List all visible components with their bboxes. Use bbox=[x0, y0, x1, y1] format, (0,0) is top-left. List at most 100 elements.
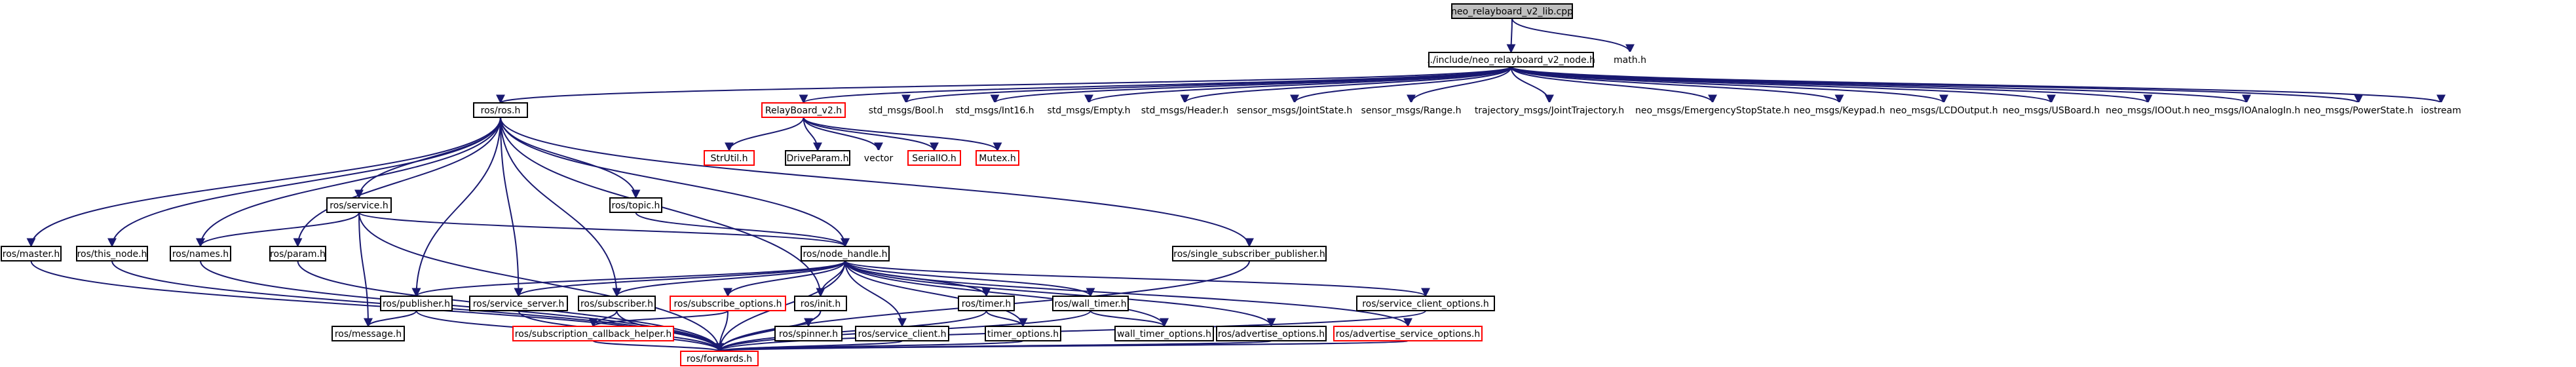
node-box bbox=[869, 102, 943, 118]
graph-node-service-client-opts-h[interactable]: ros/service_client_options.h bbox=[1356, 296, 1495, 311]
edge-node_h-to-iostream bbox=[1510, 66, 2446, 104]
node-box bbox=[2110, 102, 2186, 118]
graph-node-topic-h[interactable]: ros/topic.h bbox=[609, 197, 662, 213]
graph-node-spinner-h[interactable]: ros/spinner.h bbox=[774, 326, 843, 341]
edge-node_h-to-traj_msgs bbox=[1510, 66, 1554, 104]
edge-node_h-to-std_int16 bbox=[990, 66, 1512, 104]
node-box bbox=[1172, 246, 1327, 261]
graph-node-service-client-h[interactable]: ros/service_client.h bbox=[855, 326, 949, 341]
edge-node_h-to-std_empty bbox=[1084, 66, 1512, 104]
graph-node-service-server-h[interactable]: ros/service_server.h bbox=[469, 296, 568, 311]
node-label: sensor_msgs/Range.h bbox=[1361, 106, 1462, 116]
graph-node-driveparam[interactable]: DriveParam.h bbox=[785, 150, 850, 166]
edge-timer_h-to-timer_options_h bbox=[985, 310, 1028, 328]
node-box bbox=[958, 296, 1015, 311]
edge-service_h-to-names_h bbox=[196, 212, 360, 248]
node-box bbox=[473, 102, 528, 118]
edge-relayboard_h-to-serialio bbox=[803, 117, 939, 152]
graph-node-init-h[interactable]: ros/init.h bbox=[794, 296, 847, 311]
node-label: ros/ros.h bbox=[481, 106, 521, 116]
node-label: timer_options.h bbox=[987, 329, 1059, 339]
node-label: ros/node_handle.h bbox=[803, 249, 887, 260]
node-label: ros/subscription_callback_helper.h bbox=[515, 329, 672, 339]
node-box bbox=[1642, 102, 1783, 118]
edge-node_handle_h-to-advertise_options_h bbox=[844, 260, 1276, 328]
graph-node-single-sub-h[interactable]: ros/single_subscriber_publisher.h bbox=[1172, 246, 1327, 261]
graph-node-std-int16[interactable]: std_msgs/Int16.h bbox=[955, 102, 1034, 118]
edge-relayboard_h-to-strutil bbox=[725, 117, 805, 152]
graph-node-wall-timer-h[interactable]: ros/wall_timer.h bbox=[1052, 296, 1129, 311]
graph-node-master-h[interactable]: ros/master.h bbox=[1, 246, 62, 261]
node-box bbox=[578, 296, 656, 311]
graph-node-sub-options-h[interactable]: ros/subscribe_options.h bbox=[670, 296, 786, 311]
graph-node-service-h[interactable]: ros/service.h bbox=[326, 197, 392, 213]
graph-node-message-h[interactable]: ros/message.h bbox=[331, 326, 405, 341]
graph-node-std-header[interactable]: std_msgs/Header.h bbox=[1141, 102, 1229, 118]
node-box bbox=[985, 326, 1061, 341]
graph-node-sensor-joint[interactable]: sensor_msgs/JointState.h bbox=[1237, 102, 1353, 118]
edge-sub_options_h-to-sub_cb_helper_h bbox=[588, 310, 729, 328]
graph-node-neo-ioanalog[interactable]: neo_msgs/IOAnalogIn.h bbox=[2193, 102, 2300, 118]
graph-node-param-h[interactable]: ros/param.h bbox=[269, 246, 326, 261]
edge-node_h-to-neo_power bbox=[1510, 66, 2363, 104]
node-label: ros/message.h bbox=[335, 329, 402, 339]
edge-root-to-node_h bbox=[1506, 18, 1516, 54]
edge-ros_h-to-service_server_h bbox=[500, 117, 523, 298]
graph-node-advertise-options-h[interactable]: ros/advertise_options.h bbox=[1216, 326, 1327, 341]
edge-names_h-to-forwards_h bbox=[200, 260, 724, 353]
graph-node-mutex[interactable]: Mutex.h bbox=[975, 150, 1019, 166]
graph-node-sub-cb-helper-h[interactable]: ros/subscription_callback_helper.h bbox=[512, 326, 674, 341]
graph-node-neo-usboard[interactable]: neo_msgs/USBoard.h bbox=[2003, 102, 2100, 118]
graph-node-ros-h[interactable]: ros/ros.h bbox=[473, 102, 528, 118]
graph-node-publisher-h[interactable]: ros/publisher.h bbox=[380, 296, 453, 311]
node-label: ros/publisher.h bbox=[383, 299, 450, 309]
graph-node-wall-timer-options-h[interactable]: wall_timer_options.h bbox=[1114, 326, 1214, 341]
graph-node-iostream[interactable]: iostream bbox=[2420, 102, 2462, 118]
graph-node-timer-options-h[interactable]: timer_options.h bbox=[985, 326, 1061, 341]
graph-node-node-handle-h[interactable]: ros/node_handle.h bbox=[801, 246, 890, 261]
graph-node-timer-h[interactable]: ros/timer.h bbox=[958, 296, 1015, 311]
graph-node-relayboard-h[interactable]: RelayBoard_v2.h bbox=[761, 102, 846, 118]
graph-node-root[interactable]: neo_relayboard_v2_lib.cpp bbox=[1451, 3, 1573, 19]
graph-node-neo-ioout[interactable]: neo_msgs/IOOut.h bbox=[2106, 102, 2190, 118]
graph-node-neo-lcd[interactable]: neo_msgs/LCDOutput.h bbox=[1889, 102, 1998, 118]
node-box bbox=[975, 150, 1019, 166]
graph-node-strutil[interactable]: StrUtil.h bbox=[704, 150, 755, 166]
node-label: ros/service_client_options.h bbox=[1362, 299, 1489, 309]
graph-node-traj-msgs[interactable]: trajectory_msgs/JointTrajectory.h bbox=[1475, 102, 1624, 118]
graph-node-names-h[interactable]: ros/names.h bbox=[170, 246, 231, 261]
node-box bbox=[269, 246, 326, 261]
graph-node-math-h[interactable]: math.h bbox=[1609, 52, 1651, 68]
graph-node-neo-power[interactable]: neo_msgs/PowerState.h bbox=[2303, 102, 2414, 118]
graph-node-node-h[interactable]: ../include/neo_relayboard_v2_node.h bbox=[1427, 52, 1595, 68]
node-label: ros/single_subscriber_publisher.h bbox=[1173, 249, 1325, 260]
node-box bbox=[1, 246, 62, 261]
node-box bbox=[2007, 102, 2095, 118]
node-label: vector bbox=[864, 153, 894, 164]
graph-node-neo-keypad[interactable]: neo_msgs/Keypad.h bbox=[1794, 102, 1885, 118]
graph-node-std-bool[interactable]: std_msgs/Bool.h bbox=[869, 102, 943, 118]
edge-relayboard_h-to-vector bbox=[803, 117, 883, 152]
graph-node-subscriber-h[interactable]: ros/subscriber.h bbox=[578, 296, 656, 311]
edge-node_handle_h-to-service_server_h bbox=[514, 260, 846, 298]
node-box bbox=[858, 150, 900, 166]
graph-node-sensor-range[interactable]: sensor_msgs/Range.h bbox=[1361, 102, 1462, 118]
node-label: ros/subscriber.h bbox=[580, 299, 653, 309]
node-label: neo_msgs/USBoard.h bbox=[2003, 106, 2100, 116]
nodes-layer: neo_relayboard_v2_lib.cpp ../include/neo_… bbox=[1, 3, 2462, 366]
graph-node-forwards-h[interactable]: ros/forwards.h bbox=[680, 351, 759, 366]
node-label: neo_msgs/Keypad.h bbox=[1794, 106, 1885, 116]
graph-node-this-node-h[interactable]: ros/this_node.h bbox=[76, 246, 148, 261]
graph-node-serialio[interactable]: SerialIO.h bbox=[907, 150, 961, 166]
graph-node-neo-estop[interactable]: neo_msgs/EmergencyStopState.h bbox=[1635, 102, 1790, 118]
node-box bbox=[1356, 296, 1495, 311]
graph-node-adv-service-options-h[interactable]: ros/advertise_service_options.h bbox=[1333, 326, 1483, 341]
node-label: math.h bbox=[1614, 55, 1646, 66]
graph-node-std-empty[interactable]: std_msgs/Empty.h bbox=[1048, 102, 1131, 118]
node-box bbox=[1143, 102, 1226, 118]
edge-node_h-to-sensor_range bbox=[1407, 66, 1512, 104]
node-box bbox=[1428, 52, 1594, 68]
edge-service_h-to-forwards_h bbox=[358, 212, 724, 353]
edge-ros_h-to-this_node_h bbox=[107, 117, 501, 248]
graph-node-vector[interactable]: vector bbox=[858, 150, 900, 166]
